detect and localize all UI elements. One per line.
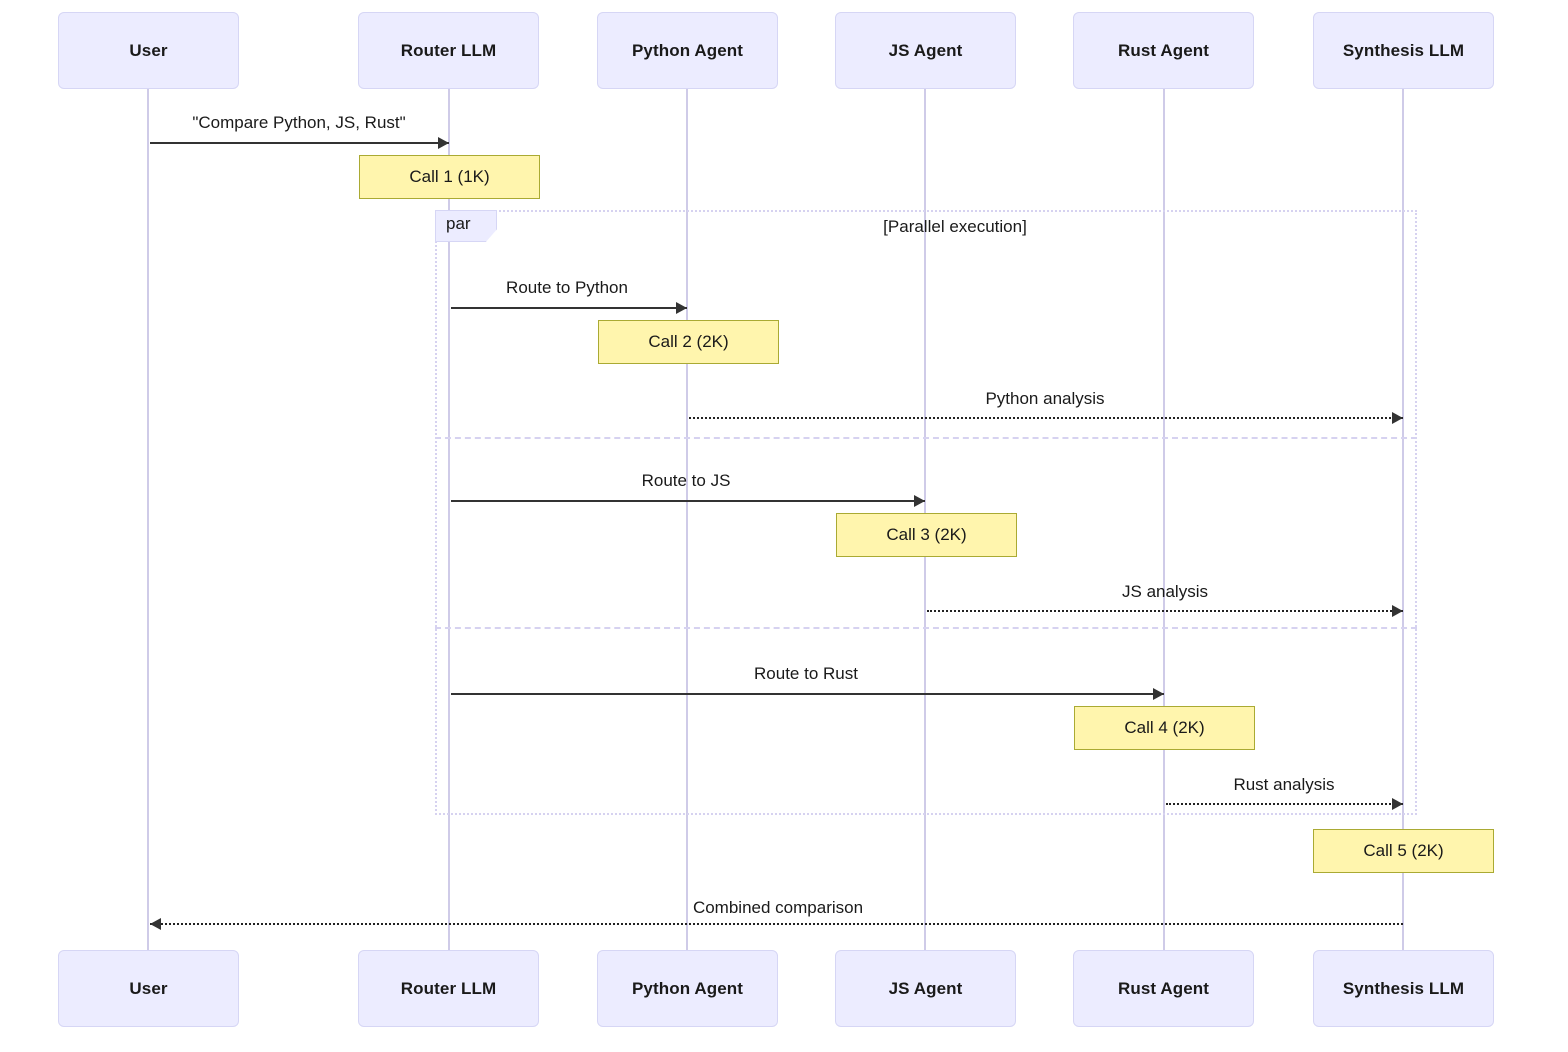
message-line-m4 [451, 500, 925, 502]
arrow-head-m7 [1392, 798, 1403, 810]
message-line-m5 [927, 610, 1403, 612]
message-line-m3 [689, 417, 1403, 419]
lifeline-router [448, 89, 450, 950]
arrow-head-m8 [150, 918, 161, 930]
message-label-m7: Rust analysis [1233, 775, 1335, 794]
participant-footer-synthesis[interactable]: Synthesis LLM [1313, 950, 1494, 1027]
lifeline-rust [1163, 89, 1165, 950]
note-n4: Call 4 (2K) [1074, 706, 1255, 750]
message-label-m4: Route to JS [641, 471, 731, 490]
message-line-m8 [150, 923, 1403, 925]
arrow-head-m1 [438, 137, 449, 149]
arrow-head-m4 [914, 495, 925, 507]
participant-footer-router[interactable]: Router LLM [358, 950, 539, 1027]
message-label-m1: "Compare Python, JS, Rust" [192, 113, 406, 132]
participant-header-python[interactable]: Python Agent [597, 12, 778, 89]
lifeline-python [686, 89, 688, 950]
message-line-m1 [150, 142, 449, 144]
participant-header-synthesis[interactable]: Synthesis LLM [1313, 12, 1494, 89]
arrow-head-m5 [1392, 605, 1403, 617]
arrow-head-m6 [1153, 688, 1164, 700]
participant-header-router[interactable]: Router LLM [358, 12, 539, 89]
arrow-head-m3 [1392, 412, 1403, 424]
participant-footer-rust[interactable]: Rust Agent [1073, 950, 1254, 1027]
message-label-m6: Route to Rust [754, 664, 858, 683]
participant-header-rust[interactable]: Rust Agent [1073, 12, 1254, 89]
participant-footer-js[interactable]: JS Agent [835, 950, 1016, 1027]
par-keyword-label: par [435, 210, 497, 242]
participant-footer-user[interactable]: User [58, 950, 239, 1027]
participant-header-user[interactable]: User [58, 12, 239, 89]
message-line-m6 [451, 693, 1164, 695]
message-label-m5: JS analysis [1122, 582, 1208, 601]
message-line-m2 [451, 307, 687, 309]
message-label-m2: Route to Python [506, 278, 628, 297]
message-label-m8: Combined comparison [692, 898, 864, 917]
note-n1: Call 1 (1K) [359, 155, 540, 199]
message-line-m7 [1166, 803, 1403, 805]
note-n3: Call 3 (2K) [836, 513, 1017, 557]
participant-header-js[interactable]: JS Agent [835, 12, 1016, 89]
message-label-m3: Python analysis [985, 389, 1105, 408]
note-n5: Call 5 (2K) [1313, 829, 1494, 873]
lifeline-synthesis [1402, 89, 1404, 950]
participant-footer-python[interactable]: Python Agent [597, 950, 778, 1027]
par-divider-1 [435, 437, 1417, 439]
par-fragment-frame [435, 210, 1417, 815]
arrow-head-m2 [676, 302, 687, 314]
par-condition-label: [Parallel execution] [883, 217, 1027, 236]
note-n2: Call 2 (2K) [598, 320, 779, 364]
lifeline-user [147, 89, 149, 950]
par-divider-2 [435, 627, 1417, 629]
